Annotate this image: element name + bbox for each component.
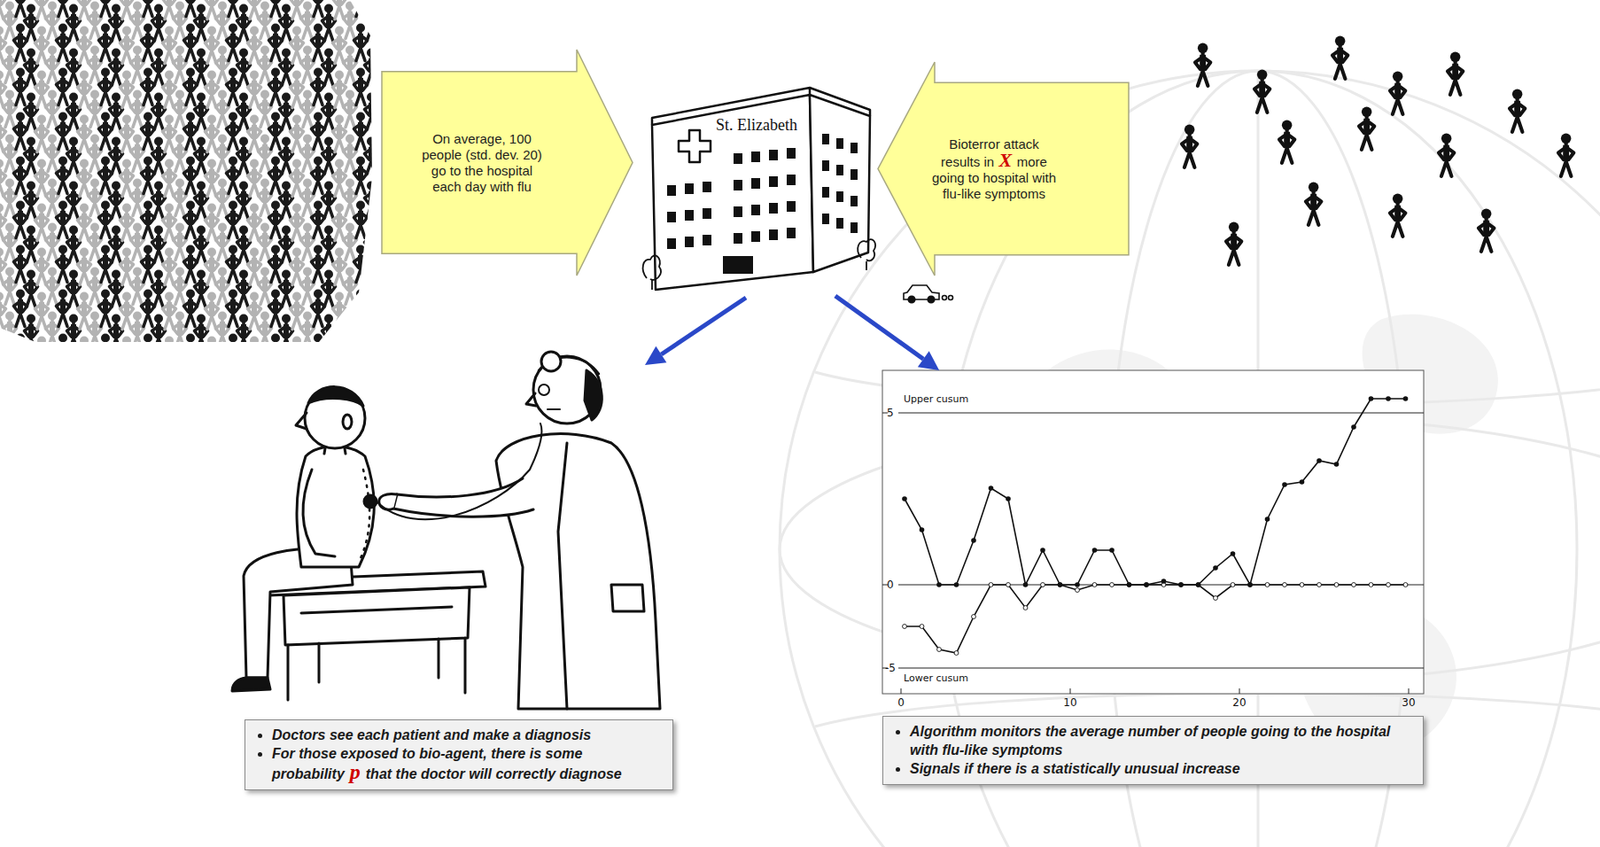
caption-box: Doctors see each patient and make a diag… xyxy=(244,719,674,791)
arrow-label: Bioterror attack results inXmore going t… xyxy=(928,136,1060,202)
arrow-outline xyxy=(877,62,1129,276)
cusum-chart-plot xyxy=(882,370,1424,694)
bullet-item: Signals if there is a statistically unus… xyxy=(909,759,1414,778)
caption-text: Algorithm monitors the average number of… xyxy=(909,723,1391,758)
caption-text: Signals if there is a statistically unus… xyxy=(909,761,1241,777)
arrow-text: On average, 100 people (std. dev. 20) go… xyxy=(421,131,543,195)
caption-box: Algorithm monitors the average number of… xyxy=(882,715,1424,785)
bullet-item: Algorithm monitors the average number of… xyxy=(909,722,1414,760)
car xyxy=(903,285,954,303)
axis-label: 0 xyxy=(886,578,894,591)
node-text: Upper cusum xyxy=(903,393,969,405)
arrow-text: X xyxy=(999,148,1013,171)
caption-text: Doctors see each patient and make a diag… xyxy=(271,727,591,743)
attack-crowd-illustration xyxy=(1181,36,1574,265)
axis-label: 0 xyxy=(883,696,919,709)
bullet-item: Doctors see each patient and make a diag… xyxy=(271,725,664,745)
flow-arrow-static xyxy=(644,297,746,366)
node-text: St. Elizabeth xyxy=(715,116,798,135)
crowd-illustration xyxy=(0,0,373,342)
node-text: Lower cusum xyxy=(903,672,969,684)
caption-text: p xyxy=(349,760,361,784)
bullet-item: For those exposed to bio-agent, there is… xyxy=(271,744,664,784)
connector-arrow xyxy=(835,295,940,371)
hospital-building xyxy=(643,87,876,290)
cusum-chart: Upper cusumLower cusum xyxy=(882,370,1424,694)
axis-label: 30 xyxy=(1390,696,1427,709)
caption-text: that the doctor will correctly diagnose xyxy=(365,766,622,782)
bullet-list: Algorithm monitors the average number of… xyxy=(892,722,1414,778)
flow-arrow: Bioterror attack results inXmore going t… xyxy=(877,61,1130,277)
bullet-list: Doctors see each patient and make a diag… xyxy=(254,725,664,784)
doctor-cartoon xyxy=(232,351,661,709)
axis-label: 5 xyxy=(886,406,894,420)
hospital: St. Elizabeth xyxy=(644,61,878,296)
flow-arrow: On average, 100 people (std. dev. 20) go… xyxy=(380,48,634,277)
axis-label: 10 xyxy=(1052,696,1088,709)
arrow-label: On average, 100 people (std. dev. 20) go… xyxy=(418,131,546,195)
arrow-outline xyxy=(381,49,633,276)
axis-label: -5 xyxy=(885,661,896,675)
axis-label: 20 xyxy=(1221,696,1258,709)
connector-line xyxy=(835,295,924,359)
arrow-head xyxy=(917,350,940,371)
